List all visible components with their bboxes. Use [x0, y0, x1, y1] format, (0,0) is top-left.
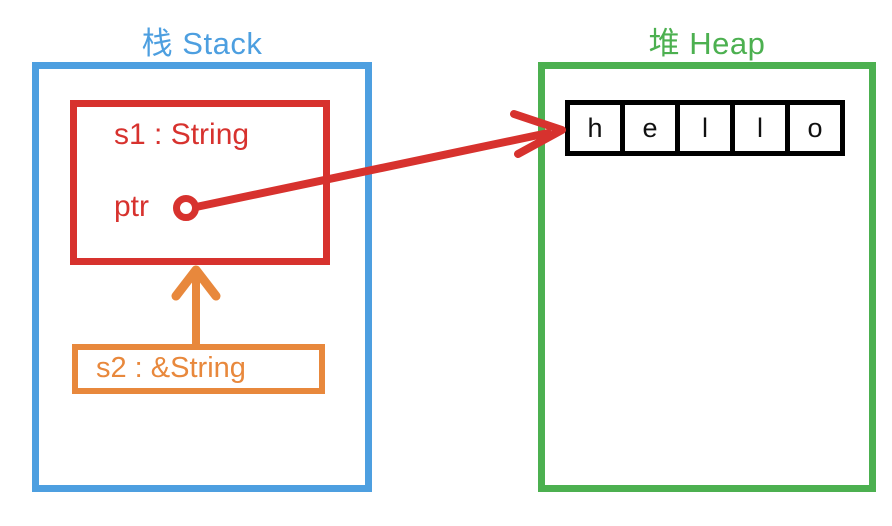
heap-cell-0: h [570, 105, 625, 151]
heap-cell-1: e [625, 105, 680, 151]
s1-type-label: s1 : String [114, 118, 250, 151]
heap-region-box [538, 62, 876, 492]
s1-ptr-label: ptr [114, 190, 150, 223]
heap-cell-2: l [680, 105, 735, 151]
s2-reference-label: s2 : &String [96, 352, 246, 384]
heap-cell-4: o [790, 105, 840, 151]
stack-region-box [32, 62, 372, 492]
stack-region-title: 栈 Stack [141, 26, 263, 61]
heap-region-title: 堆 Heap [648, 26, 766, 61]
heap-cell-3: l [735, 105, 790, 151]
